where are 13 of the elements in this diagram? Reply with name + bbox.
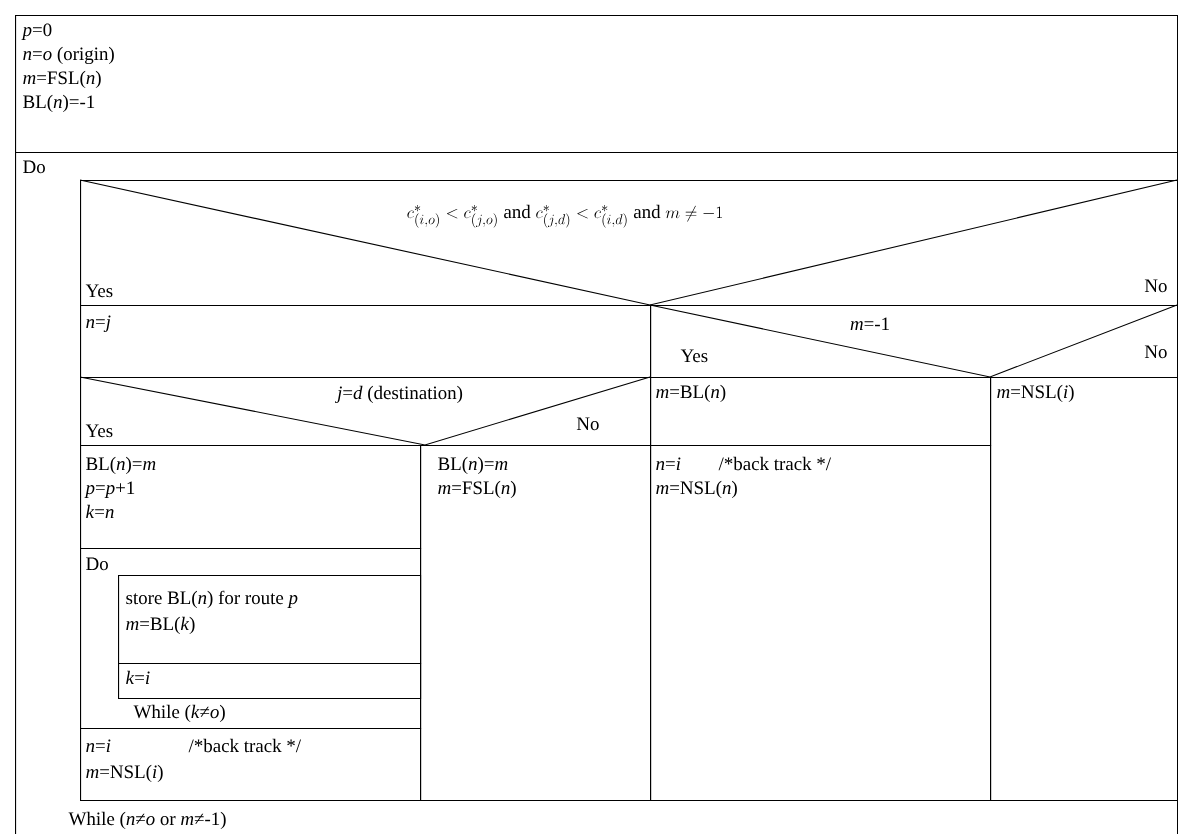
statement-block: n=i /*back track */ m=NSL(n) (650, 445, 992, 802)
statement-block: BL(n)=m p=p+1 k=n (80, 445, 422, 550)
statement-block: k=i (118, 663, 422, 700)
statement-block: store BL(n) for route p m=BL(k) (118, 575, 422, 665)
statement-block: n=i /*back track */ m=NSL(i) (80, 728, 422, 802)
statement-block: BL(n)=m m=FSL(n) (420, 445, 652, 802)
statement-block: n=j (80, 305, 652, 379)
statement-block: p=0 n=o (origin) m=FSL(n) BL(n)=-1 (15, 15, 1178, 154)
decision-block: j=d (destination) Yes No (79, 376, 652, 447)
decision-block: $c^{*}_{(i,o)} < c^{*}_{(j,o)}\ \mathrm{and}\ c^{*}_{(j,d)} < c^{*}_{(i,d)}\ \mathrm{and}\ m \neq -1$ Yes No (79, 179, 1178, 307)
decision-block: m=-1 Yes No (649, 304, 1178, 379)
statement-block: m=NSL(i) (990, 377, 1178, 802)
statement-block: m=BL(n) (650, 377, 992, 447)
